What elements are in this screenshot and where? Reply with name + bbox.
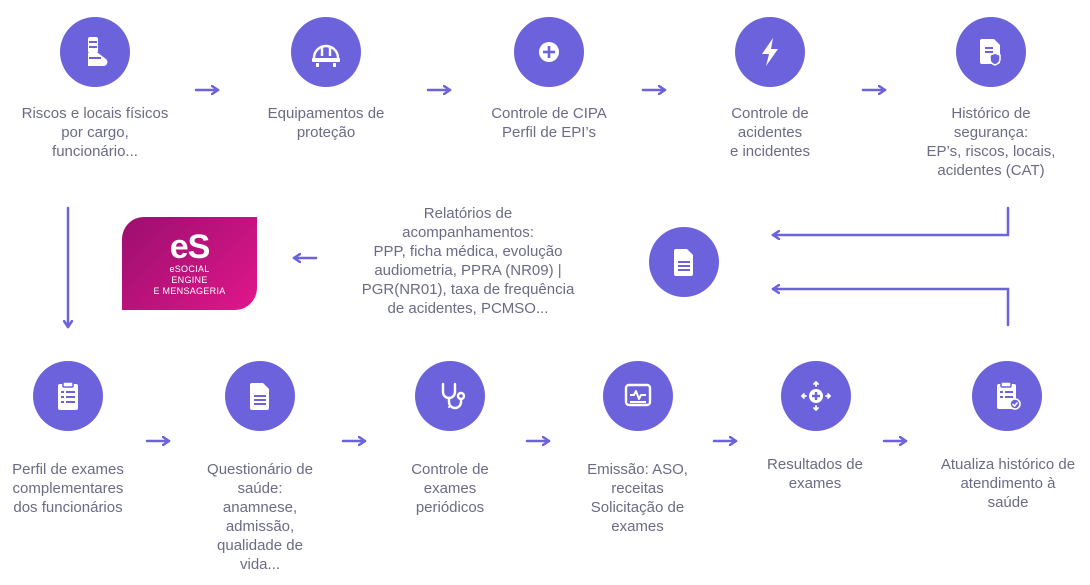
hard-hat-icon (291, 17, 361, 87)
cast-leg-icon (60, 17, 130, 87)
plus-arrows-icon (781, 361, 851, 431)
lightning-icon (735, 17, 805, 87)
esocial-logo: eS eSOCIAL ENGINE E MENSAGERIA (122, 217, 257, 310)
arrow-return-top (771, 206, 1010, 235)
clipboard-check-icon (972, 361, 1042, 431)
clipboard-list-icon (33, 361, 103, 431)
monitor-pulse-icon (603, 361, 673, 431)
document-icon (649, 227, 719, 297)
arrow-return-bottom (771, 289, 1010, 327)
stethoscope-icon (415, 361, 485, 431)
shield-document-icon (956, 17, 1026, 87)
document-icon (225, 361, 295, 431)
plus-circle-icon (514, 17, 584, 87)
